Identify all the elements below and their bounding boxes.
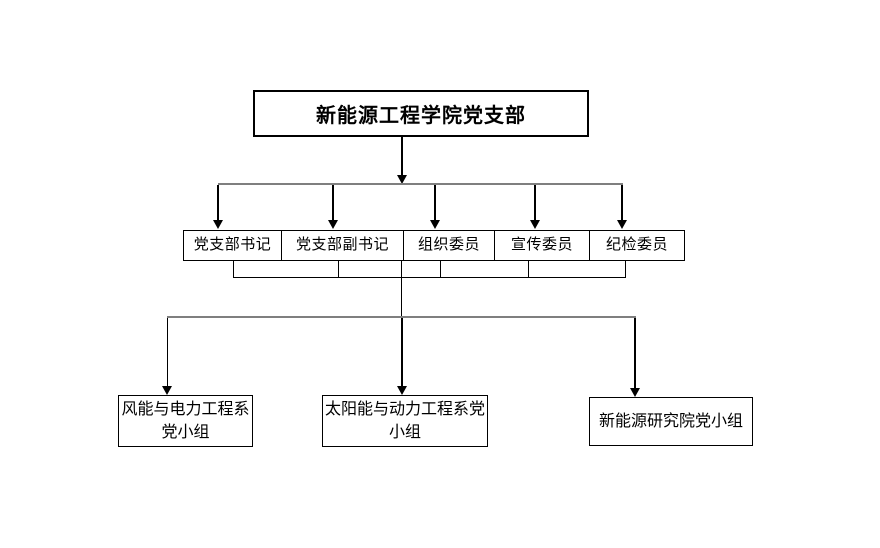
officer-cell-divider-3	[494, 231, 495, 260]
level3-drop-arrowhead-icon-3	[629, 388, 640, 397]
level2-drop-line-5	[621, 185, 623, 220]
level3-drop-line-2	[401, 318, 403, 386]
officer-cell-deputy-secretary: 党支部副书记	[295, 237, 389, 253]
level2-drop-arrowhead-icon-1	[212, 220, 223, 229]
group-box-wind-power-label: 风能与电力工程系 党小组	[121, 401, 250, 441]
level2-drop-line-4	[534, 185, 536, 220]
level3-drop-line-3	[634, 318, 636, 388]
officer-cell-discipline: 纪检委员	[605, 237, 668, 253]
group-box-research-institute-label: 新能源研究院党小组	[598, 413, 743, 430]
officer-cell-divider-2	[403, 231, 404, 260]
group-box-wind-power: 风能与电力工程系 党小组	[118, 395, 253, 447]
group-box-research-institute: 新能源研究院党小组	[589, 397, 753, 446]
level2-distribution-line	[218, 183, 623, 185]
level3-distribution-line	[167, 316, 636, 318]
officer-tick-line-5	[624, 261, 626, 278]
root-box: 新能源工程学院党支部	[253, 90, 589, 137]
officer-cell-secretary: 党支部书记	[193, 237, 272, 253]
root-box-label: 新能源工程学院党支部	[316, 105, 526, 127]
officer-tick-line-4	[527, 261, 529, 278]
level2-drop-arrowhead-icon-3	[429, 220, 440, 229]
officer-row: 党支部书记 党支部副书记 组织委员 宣传委员 纪检委员	[183, 230, 685, 261]
officer-tick-line-3	[439, 261, 441, 278]
level2-drop-line-3	[434, 185, 436, 220]
officer-cell-divider-4	[589, 231, 590, 260]
officer-collector-line	[233, 277, 625, 278]
officer-cell-publicity: 宣传委员	[510, 237, 573, 253]
officer-tick-line-1	[232, 261, 234, 278]
officer-cell-divider-1	[281, 231, 282, 260]
group-box-solar-power: 太阳能与动力工程系党 小组	[322, 395, 488, 447]
level3-drop-arrowhead-icon-1	[161, 386, 172, 395]
group-box-solar-power-label: 太阳能与动力工程系党 小组	[324, 401, 485, 441]
officer-cell-organization: 组织委员	[417, 237, 480, 253]
officer-tick-line-2	[337, 261, 339, 278]
level2-drop-line-1	[217, 185, 219, 220]
level2-drop-arrowhead-icon-5	[616, 220, 627, 229]
level3-drop-arrowhead-icon-2	[396, 386, 407, 395]
level3-trunk-line	[400, 261, 402, 318]
level2-drop-line-2	[332, 185, 334, 220]
level2-drop-arrowhead-icon-2	[327, 220, 338, 229]
level2-drop-arrowhead-icon-4	[529, 220, 540, 229]
level3-drop-line-1	[166, 318, 168, 386]
root-trunk-line	[401, 137, 403, 176]
root-trunk-arrowhead-icon	[396, 175, 407, 184]
